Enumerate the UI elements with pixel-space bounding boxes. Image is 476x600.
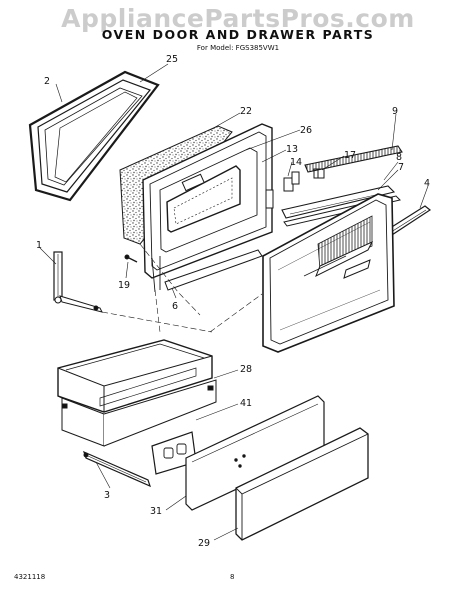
callout-6: 6 [172, 301, 178, 312]
part-2-door-frame [28, 70, 160, 202]
callout-41: 41 [240, 398, 252, 409]
callout-14: 14 [290, 157, 302, 168]
callout-7: 7 [398, 162, 404, 173]
part-19-screw [124, 254, 138, 263]
callout-25: 25 [166, 54, 178, 65]
part-1-hinge [53, 251, 103, 313]
callout-13: 13 [286, 144, 298, 155]
part-3-drawer-rail [83, 450, 151, 488]
document-code: 4321118 [14, 573, 46, 581]
part-25-seal [54, 91, 138, 183]
callout-19: 19 [118, 280, 130, 291]
outer-door-panel [262, 193, 395, 353]
callout-2: 2 [44, 76, 50, 87]
callout-4: 4 [424, 178, 430, 189]
callout-9: 9 [392, 106, 398, 117]
callout-labels: 2 25 22 26 9 13 14 17 8 7 4 1 19 6 28 41… [36, 54, 430, 549]
part-13-14-brackets [265, 171, 300, 209]
assembly-phantom-lines [101, 243, 263, 333]
callout-leaders [39, 63, 429, 541]
part-41-label-plate [151, 431, 197, 475]
callout-22: 22 [240, 106, 252, 117]
callout-29: 29 [198, 538, 210, 549]
callout-3: 3 [104, 490, 110, 501]
part-6-door-bottom [164, 249, 263, 291]
part-26-inner-door [142, 123, 273, 293]
diagram-title: OVEN DOOR AND DRAWER PARTS [101, 27, 375, 42]
page-number: 8 [230, 573, 235, 581]
callout-1: 1 [36, 240, 42, 251]
part-29-drawer-front [235, 427, 369, 541]
part-28-drawer [57, 339, 217, 447]
callout-8: 8 [396, 152, 402, 163]
callout-26: 26 [300, 125, 312, 136]
watermark: AppliancePartsPros.com [61, 4, 415, 33]
model-subtitle: For Model: FGS385VW1 [196, 44, 280, 52]
callout-31: 31 [150, 506, 162, 517]
callout-17: 17 [344, 150, 356, 161]
callout-28: 28 [240, 364, 252, 375]
